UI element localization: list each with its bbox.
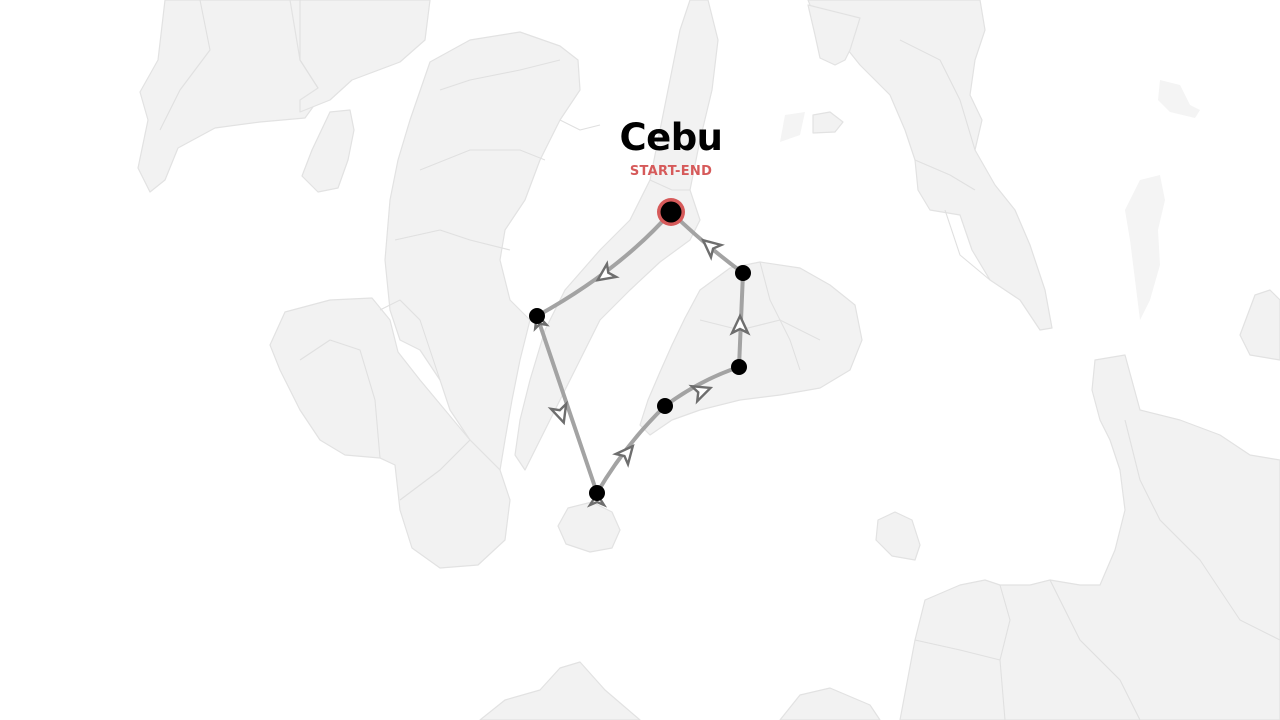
direction-arrow-icon bbox=[729, 313, 751, 336]
city-role-badge: START-END bbox=[629, 164, 713, 179]
direction-arrow-icon bbox=[595, 260, 620, 282]
landmass-leyte bbox=[807, 0, 1053, 331]
landmass-siargao bbox=[1239, 289, 1280, 361]
landmass-guimaras bbox=[301, 109, 355, 193]
route-stop-marker[interactable] bbox=[589, 485, 605, 501]
admin-borders bbox=[159, 0, 1280, 720]
landmass-samar-tip bbox=[1158, 80, 1200, 118]
city-name: Cebu bbox=[619, 116, 723, 159]
landmass-negros-oriental bbox=[269, 297, 511, 569]
landmass-mindanao bbox=[899, 354, 1280, 720]
route-stop-marker[interactable] bbox=[657, 398, 673, 414]
direction-arrow-icon bbox=[688, 384, 714, 405]
direction-arrow-icon bbox=[547, 400, 568, 426]
route-stop-marker[interactable] bbox=[529, 308, 545, 324]
landmass-mindanao-s bbox=[779, 687, 881, 720]
landmass-camotes bbox=[812, 111, 844, 134]
start-city-label: Cebu START-END bbox=[571, 114, 771, 180]
landmass-bohol bbox=[639, 261, 863, 436]
direction-arrow-icon bbox=[612, 443, 635, 468]
landmass-small-island bbox=[780, 112, 805, 142]
landmass-siquijor bbox=[557, 501, 621, 553]
route-stop-marker[interactable] bbox=[735, 265, 751, 281]
landmass-camiguin bbox=[875, 511, 921, 561]
landmass-dinagat bbox=[1125, 175, 1165, 320]
route-stop-marker[interactable] bbox=[731, 359, 747, 375]
start-end-marker[interactable] bbox=[660, 201, 682, 223]
landmass-cebu bbox=[514, 0, 719, 471]
landmass-leyte-west bbox=[807, 4, 861, 66]
landmass-mindanao-sw bbox=[479, 661, 641, 720]
direction-arrow-icon bbox=[700, 238, 725, 261]
